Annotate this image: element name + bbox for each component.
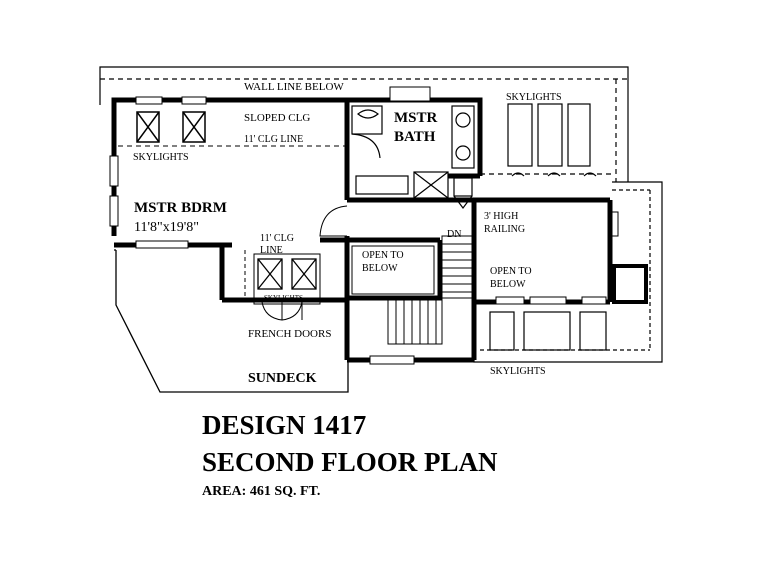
small-skylights-label: SKYLIGHTS bbox=[264, 294, 303, 302]
mstr-bath-label-1: MSTR bbox=[394, 110, 438, 126]
top-skylights bbox=[507, 103, 597, 177]
bottom-skylights bbox=[489, 311, 607, 351]
design-number: DESIGN 1417 bbox=[202, 410, 367, 440]
sundeck-label: SUNDECK bbox=[248, 371, 317, 386]
open-to-below-right-1: OPEN TO bbox=[490, 266, 532, 277]
skylights-left-label: SKYLIGHTS bbox=[133, 152, 189, 163]
stairs bbox=[351, 235, 473, 345]
floor-plan-title: SECOND FLOOR PLAN bbox=[202, 447, 498, 477]
french-doors bbox=[261, 301, 303, 321]
windows bbox=[109, 86, 619, 365]
bedroom-skylights bbox=[136, 111, 206, 143]
french-doors-label: FRENCH DOORS bbox=[248, 328, 331, 340]
skylights-bottom-label: SKYLIGHTS bbox=[490, 366, 546, 377]
sloped-clg-label: SLOPED CLG bbox=[244, 112, 310, 124]
open-to-below-right-2: BELOW bbox=[490, 279, 526, 290]
bath-fixtures bbox=[351, 105, 475, 209]
mstr-bdrm-dims: 11'8"x19'8" bbox=[134, 220, 199, 235]
bedroom-door bbox=[319, 205, 348, 237]
area-label: AREA: 461 SQ. FT. bbox=[202, 484, 321, 499]
dn-label: DN bbox=[447, 229, 461, 240]
wall-line-below-label: WALL LINE BELOW bbox=[244, 81, 344, 93]
sundeck-outline bbox=[114, 249, 349, 393]
wall-line-below bbox=[99, 66, 629, 182]
railing-label-2: RAILING bbox=[484, 224, 525, 235]
small-clg-line-label-2: LINE bbox=[260, 245, 283, 256]
mstr-bdrm-label: MSTR BDRM bbox=[134, 200, 227, 216]
skylights-top-label: SKYLIGHTS bbox=[506, 92, 562, 103]
small-clg-line-label-1: 11' CLG bbox=[260, 233, 294, 244]
mstr-bath-label-2: BATH bbox=[394, 129, 436, 145]
clg-line-label: 11' CLG LINE bbox=[244, 134, 303, 145]
railing-label-1: 3' HIGH bbox=[484, 211, 518, 222]
open-to-below-left-1: OPEN TO bbox=[362, 250, 404, 261]
small-skylights bbox=[253, 253, 321, 305]
open-to-below-left-2: BELOW bbox=[362, 263, 398, 274]
